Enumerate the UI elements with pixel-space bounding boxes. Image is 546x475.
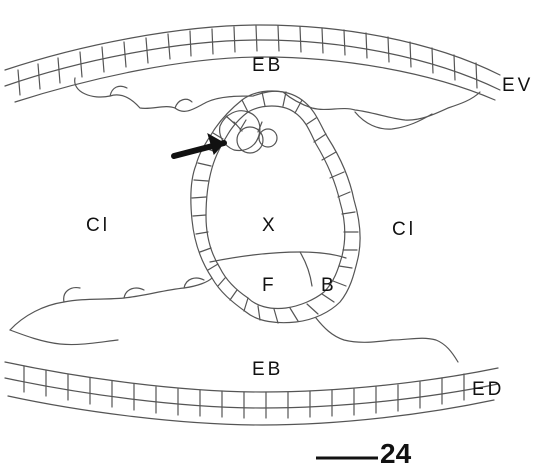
lower-bundle-sheath-extension bbox=[10, 278, 458, 362]
label-eb-bottom: EB bbox=[252, 360, 283, 379]
label-eb-top: EB bbox=[252, 56, 283, 75]
label-cl-left: Cl bbox=[86, 216, 110, 235]
arrow-icon bbox=[174, 134, 224, 156]
upper-bundle-sheath-extension bbox=[75, 78, 480, 129]
label-f: F bbox=[262, 276, 277, 295]
arrow-cells bbox=[220, 111, 277, 153]
label-ev: EV bbox=[502, 76, 533, 95]
label-ed: ED bbox=[472, 380, 504, 399]
scale-bar-label: 24 bbox=[380, 440, 411, 468]
label-b: B bbox=[321, 276, 337, 295]
label-x: X bbox=[262, 216, 278, 235]
label-cl-right: Cl bbox=[392, 220, 416, 239]
